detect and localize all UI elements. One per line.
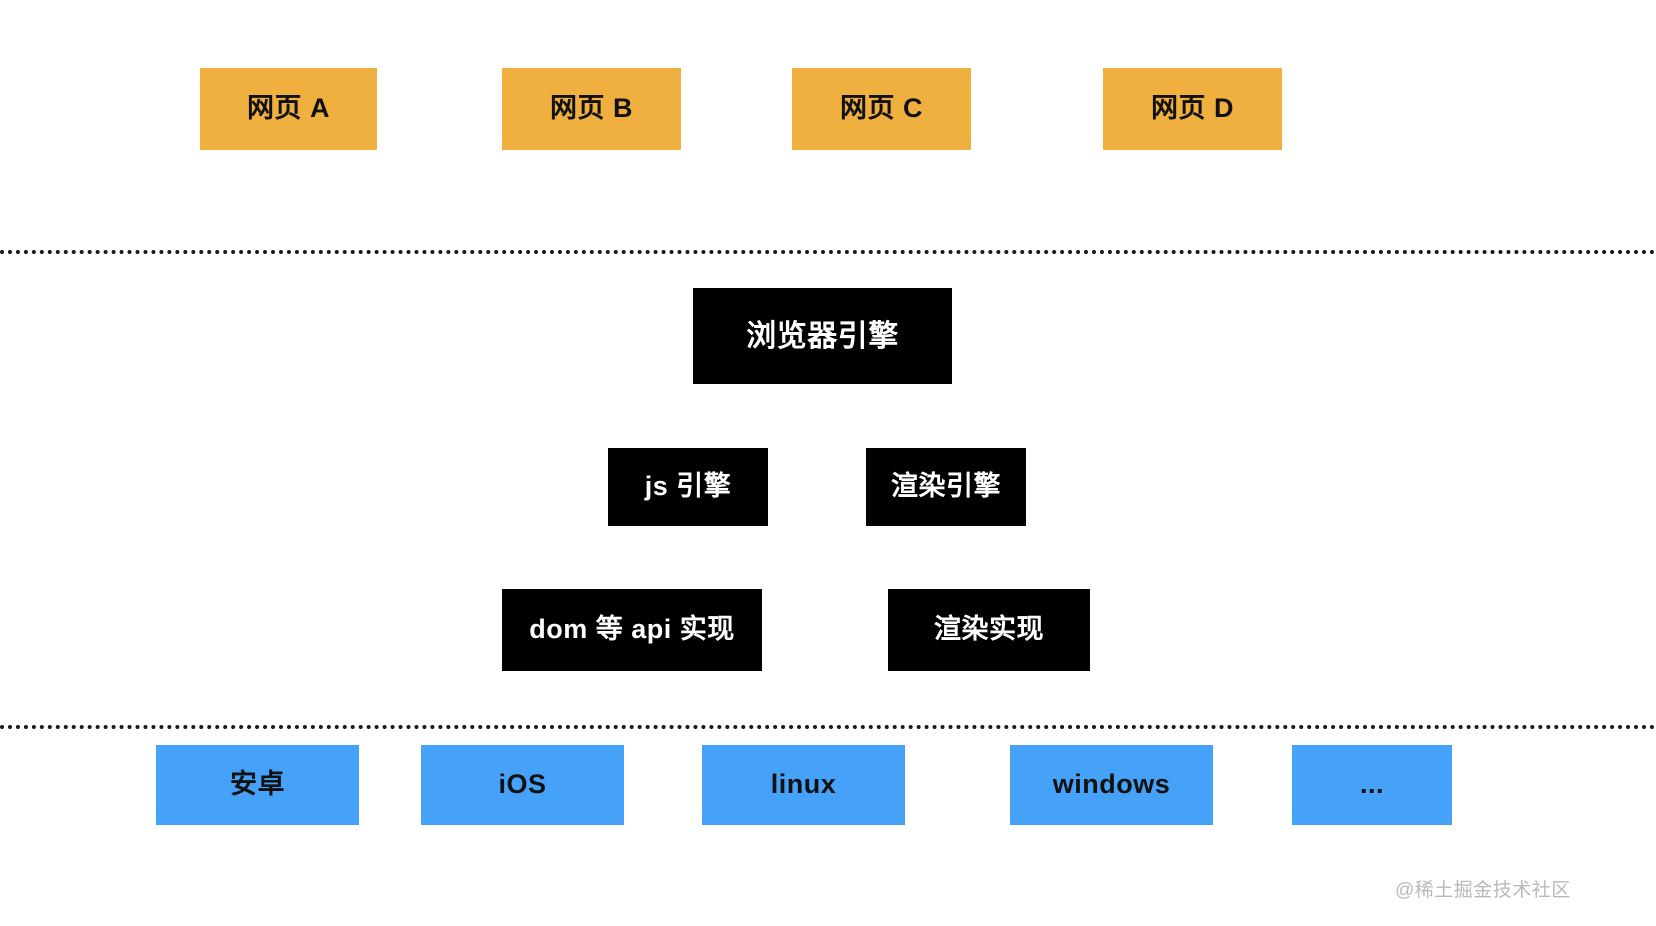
page-box-d: 网页 D (1103, 68, 1282, 150)
render-impl-box: 渲染实现 (888, 589, 1090, 671)
os-box-ios: iOS (421, 745, 624, 825)
js-engine-box: js 引擎 (608, 448, 768, 526)
os-box-ios-label: iOS (498, 769, 547, 800)
os-box-android: 安卓 (156, 745, 359, 825)
os-box-windows: windows (1010, 745, 1213, 825)
page-box-d-label: 网页 D (1151, 93, 1234, 124)
divider-pages-engines (0, 250, 1656, 254)
os-box-linux: linux (702, 745, 905, 825)
page-box-b: 网页 B (502, 68, 681, 150)
divider-engines-os (0, 725, 1656, 729)
render-engine-box: 渲染引擎 (866, 448, 1026, 526)
page-box-b-label: 网页 B (550, 93, 633, 124)
os-box-ellipsis-label: ... (1359, 769, 1384, 800)
page-box-a: 网页 A (200, 68, 377, 150)
os-box-ellipsis: ... (1292, 745, 1452, 825)
render-engine-label: 渲染引擎 (891, 471, 1001, 502)
page-box-a-label: 网页 A (247, 93, 330, 124)
browser-engine-label: 浏览器引擎 (746, 319, 899, 353)
dom-api-impl-box: dom 等 api 实现 (502, 589, 762, 671)
os-box-windows-label: windows (1052, 769, 1171, 800)
dom-api-impl-label: dom 等 api 实现 (529, 614, 735, 645)
os-box-linux-label: linux (770, 769, 837, 800)
page-box-c: 网页 C (792, 68, 971, 150)
os-box-android-label: 安卓 (230, 769, 285, 800)
page-box-c-label: 网页 C (840, 93, 923, 124)
render-impl-label: 渲染实现 (934, 614, 1044, 645)
js-engine-label: js 引擎 (644, 471, 732, 502)
watermark: @稀土掘金技术社区 (1395, 880, 1571, 901)
browser-engine-box: 浏览器引擎 (693, 288, 952, 384)
